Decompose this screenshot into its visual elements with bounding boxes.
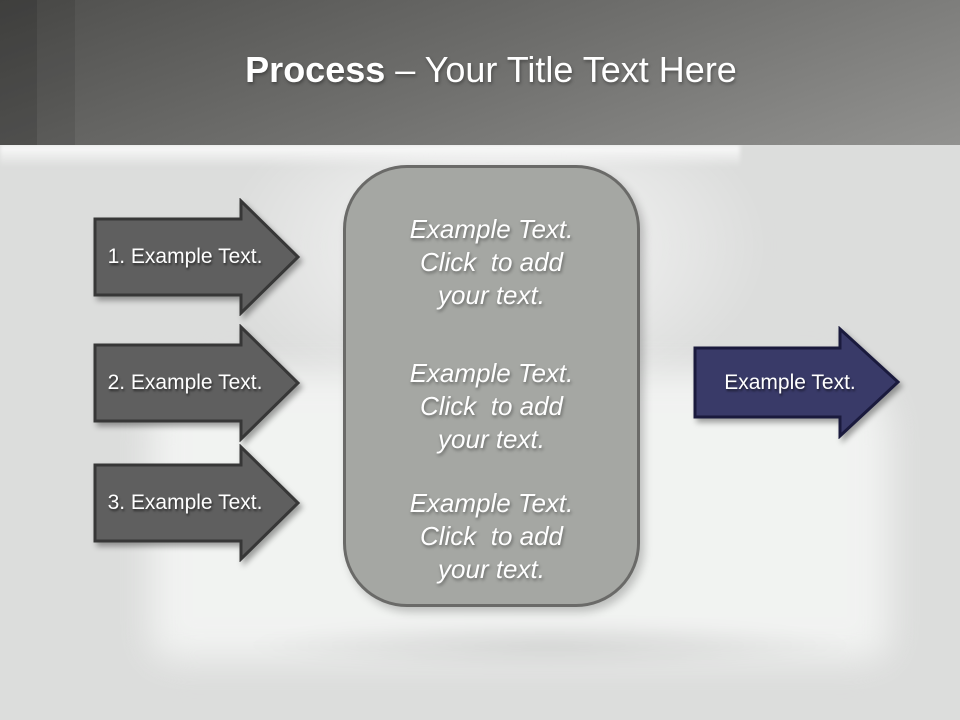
slide-title-text: – Your Title Text Here (385, 49, 737, 90)
placeholder-line: your text. (438, 424, 545, 454)
background-photo-shadow (240, 620, 860, 670)
placeholder-text-block[interactable]: Example Text. Click to add your text. (346, 357, 637, 456)
process-step-label: 3. Example Text. (107, 491, 263, 514)
placeholder-line: Example Text. (409, 358, 574, 388)
title-bar: Process – Your Title Text Here (0, 0, 960, 145)
placeholder-line: Click to add (419, 391, 564, 421)
result-arrow[interactable]: Example Text. (693, 326, 901, 439)
process-step-label: 1. Example Text. (107, 245, 263, 268)
placeholder-line: Example Text. (409, 214, 574, 244)
placeholder-line: your text. (438, 280, 545, 310)
center-text-panel[interactable]: Example Text. Click to add your text. Ex… (343, 165, 640, 607)
process-step-label: 2. Example Text. (107, 371, 263, 394)
process-step-arrow-1[interactable]: 1. Example Text. (93, 198, 301, 316)
header-accent-stripe-light (37, 0, 75, 145)
background-photo-highlight (0, 145, 740, 167)
process-step-arrow-3[interactable]: 3. Example Text. (93, 444, 301, 562)
result-arrow-label: Example Text. (724, 370, 856, 394)
placeholder-line: Example Text. (409, 488, 574, 518)
right-arrow-shape-icon (693, 326, 901, 439)
header-accent-stripe-dark (0, 0, 37, 145)
process-step-arrow-2[interactable]: 2. Example Text. (93, 324, 301, 442)
placeholder-line: Click to add (419, 247, 564, 277)
slide-title: Process – Your Title Text Here (11, 48, 960, 92)
placeholder-line: your text. (438, 554, 545, 584)
right-arrow-shape-icon (93, 324, 301, 442)
right-arrow-shape-icon (93, 198, 301, 316)
placeholder-text-block[interactable]: Example Text. Click to add your text. (346, 213, 637, 312)
placeholder-text-block[interactable]: Example Text. Click to add your text. (346, 487, 637, 586)
slide-title-emphasis: Process (245, 49, 386, 90)
right-arrow-shape-icon (93, 444, 301, 562)
placeholder-line: Click to add (419, 521, 564, 551)
